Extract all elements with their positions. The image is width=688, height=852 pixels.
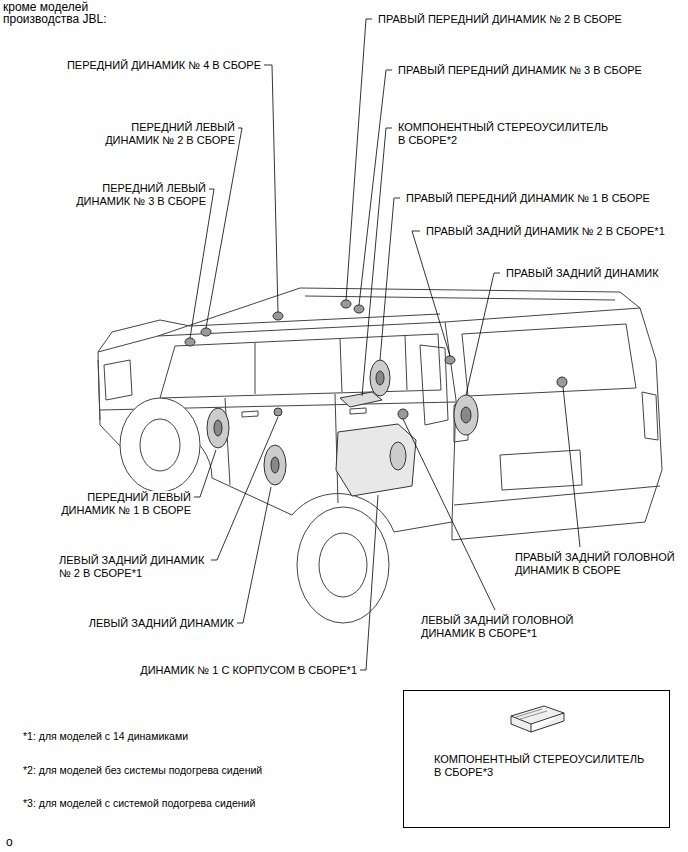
leader-line (211, 417, 278, 560)
leader-line (264, 65, 278, 312)
inset-box: КОМПОНЕНТНЫЙ СТЕРЕОУСИЛИТЕЛЬ В СБОРЕ*3 (403, 690, 670, 828)
amplifier-icon (511, 706, 564, 732)
part-label: КОМПОНЕНТНЫЙ СТЕРЕОУСИЛИТЕЛЬ В СБОРЕ*2 (397, 121, 613, 147)
rear-window (462, 324, 636, 396)
part-label: ПЕРЕДНИЙ ЛЕВЫЙ ДИНАМИК № 2 В СБОРЕ (101, 121, 236, 147)
leader-line (563, 387, 580, 547)
part-label: ЛЕВЫЙ ЗАДНИЙ ГОЛОВНОЙ ДИНАМИК В СБОРЕ*1 (420, 614, 578, 640)
speaker (354, 305, 364, 313)
part-label: ПЕРЕДНИЙ ДИНАМИК № 4 В СБОРЕ (62, 59, 262, 72)
part-label: ПРАВЫЙ ЗАДНИЙ ГОЛОВНОЙ ДИНАМИК В СБОРЕ (514, 551, 679, 577)
rear-wheel (297, 507, 389, 623)
roof-rail (190, 296, 615, 326)
rear-rim (319, 533, 367, 597)
front-rim (140, 419, 180, 471)
speaker-cone (461, 407, 471, 423)
license-plate (500, 450, 582, 490)
speaker (274, 408, 282, 416)
leader-line (206, 128, 242, 328)
side-windows (160, 334, 441, 398)
car-rear-face (445, 308, 662, 540)
part-label: ПРАВЫЙ ПЕРЕДНИЙ ДИНАМИК № 2 В СБОРЕ (377, 13, 626, 26)
part-label: ПРАВЫЙ ЗАДНИЙ ДИНАМИК № 2 В СБОРЕ*1 (425, 225, 669, 238)
part-label: ПЕРЕДНИЙ ЛЕВЫЙ ДИНАМИК № 3 В СБОРЕ (72, 182, 207, 208)
leader-line (237, 487, 271, 623)
speaker (207, 408, 229, 448)
part-label: ПРАВЫЙ ПЕРЕДНИЙ ДИНАМИК № 1 В СБОРЕ (405, 192, 654, 205)
woofer (390, 442, 406, 470)
hood (98, 320, 190, 352)
speaker (454, 395, 478, 435)
leader-line (403, 419, 495, 610)
door-handles (242, 408, 366, 417)
front-wheel (120, 398, 200, 492)
front-face (98, 360, 132, 420)
speaker (201, 328, 211, 336)
leader-line (359, 70, 392, 305)
speaker (557, 377, 567, 387)
tail-lights (454, 392, 658, 442)
amplifier-detail (516, 709, 547, 719)
roof-far-edge (158, 288, 640, 336)
leader-line (380, 198, 400, 360)
part-label: ЛЕВЫЙ ЗАДНИЙ ДИНАМИК (84, 617, 235, 630)
part-label: ПРАВЫЙ ПЕРЕДНИЙ ДИНАМИК № 3 В СБОРЕ (397, 64, 646, 77)
part-label: ЛЕВЫЙ ЗАДНИЙ ДИНАМИК № 2 В СБОРЕ*1 (58, 554, 209, 580)
footnote: *1: для моделей с 14 динамиками (22, 730, 193, 743)
part-label: КОМПОНЕНТНЫЙ СТЕРЕОУСИЛИТЕЛЬ В СБОРЕ*3 (434, 753, 648, 779)
rear-bumper (454, 486, 660, 505)
speaker (370, 360, 390, 396)
leader-line (362, 128, 392, 396)
speaker (341, 300, 351, 308)
audio-parts (185, 300, 567, 496)
footnote: o (5, 836, 17, 849)
leader-line (466, 273, 500, 395)
speaker (273, 312, 283, 320)
heading: кроме моделей производства JBL: (2, 1, 111, 25)
part-label: ПЕРЕДНИЙ ЛЕВЫЙ ДИНАМИК № 1 В СБОРЕ (57, 491, 192, 517)
leader-line (190, 189, 214, 338)
speaker-cone (376, 371, 384, 385)
rear-seat (420, 345, 448, 425)
leader-line (194, 450, 216, 497)
part-label: ПРАВЫЙ ЗАДНИЙ ДИНАМИК (505, 267, 663, 280)
speaker (264, 445, 286, 485)
door-lines (225, 394, 338, 503)
leader-line (412, 231, 450, 356)
footnote: *3: для моделей с системой подогрева сид… (22, 797, 260, 810)
speaker (398, 409, 408, 419)
part-label: ДИНАМИК № 1 С КОРПУСОМ В СБОРЕ*1 (136, 664, 358, 677)
woofer-box (336, 424, 416, 496)
footnote: *2: для моделей без системы подогрева си… (22, 764, 267, 777)
speaker-cone (271, 457, 279, 473)
leader-line (346, 19, 372, 300)
leader-line (360, 495, 378, 670)
speaker (445, 356, 455, 364)
speaker (185, 338, 195, 346)
speaker-cone (214, 420, 222, 436)
